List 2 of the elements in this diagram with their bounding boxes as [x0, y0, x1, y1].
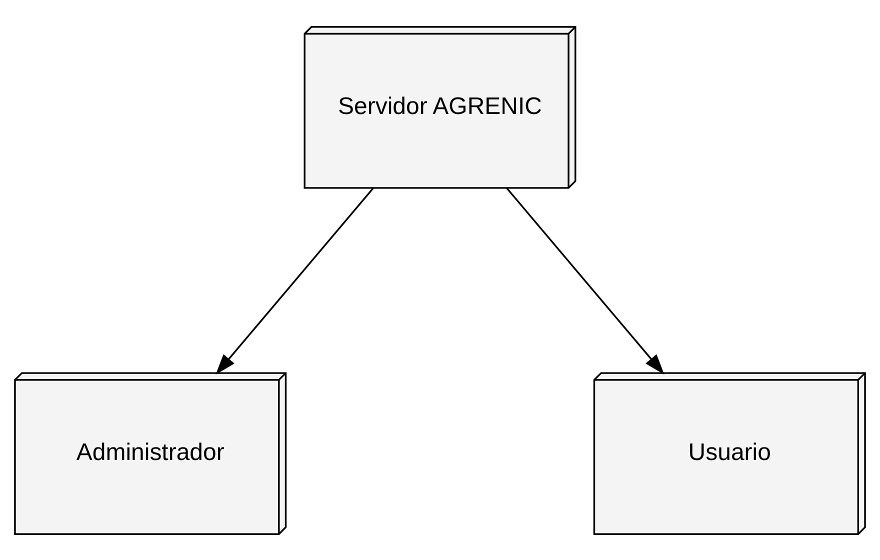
arrow	[506, 187, 664, 374]
arrow	[216, 187, 374, 374]
